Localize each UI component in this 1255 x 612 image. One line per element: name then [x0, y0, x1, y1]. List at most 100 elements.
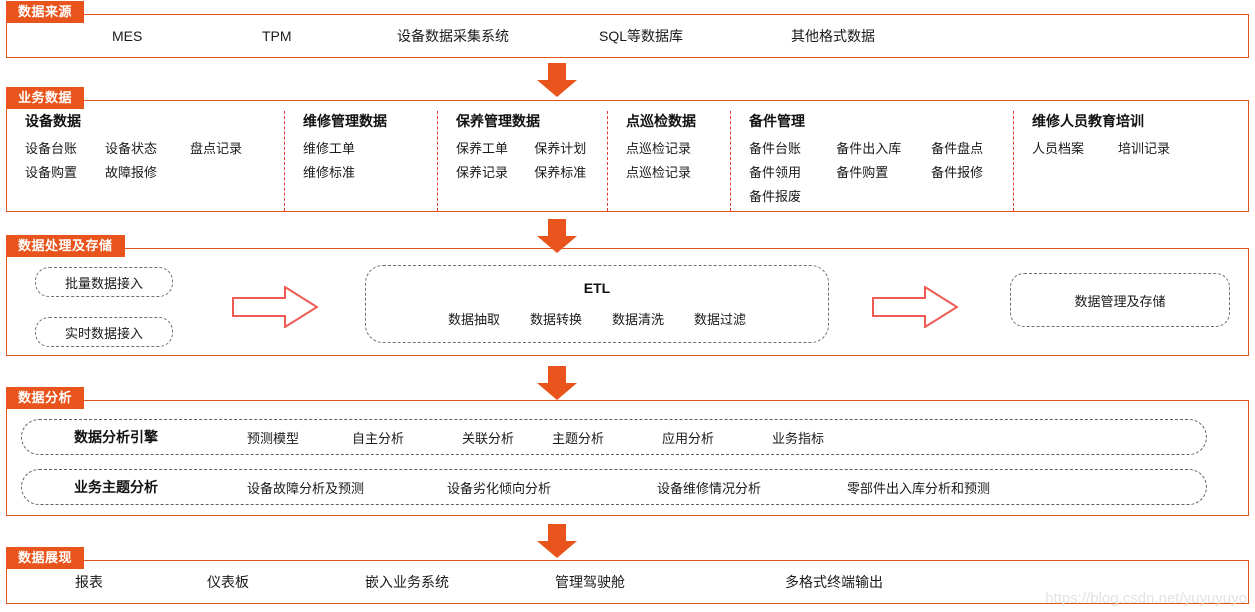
business-item-row: 备件领用 备件购置 备件报修 — [749, 162, 1007, 181]
business-item-row: 备件台账 备件出入库 备件盘点 — [749, 138, 1007, 157]
watermark-url: https://blog.csdn.net/yuyuyuyo — [1045, 590, 1247, 607]
etl-item-list: 数据抽取 数据转换 数据清洗 数据过滤 — [366, 309, 828, 328]
business-item[interactable]: 点巡检记录 — [626, 141, 692, 156]
etl-item-0[interactable]: 数据抽取 — [447, 312, 500, 327]
arrow-head — [537, 236, 577, 253]
arrow-etl-to-storage — [872, 285, 959, 333]
business-item[interactable]: 备件报修 — [931, 165, 984, 180]
analysis-item-1-0[interactable]: 设备故障分析及预测 — [247, 480, 365, 496]
business-item[interactable]: 保养记录 — [456, 165, 509, 180]
section-business-data: 业务数据 设备数据设备台账设备状态盘点记录设备购置故障报修维修管理数据维修工单维… — [6, 87, 1249, 212]
business-column-title: 维修人员教育培训 — [1032, 113, 1144, 129]
business-item[interactable]: 保养计划 — [534, 141, 587, 156]
presentation-item-list: 报表 仪表板 嵌入业务系统 管理驾驶舱 多格式终端输出 — [7, 561, 1248, 603]
business-item-row: 点巡检记录 — [626, 138, 724, 157]
business-item[interactable]: 维修标准 — [303, 165, 356, 180]
business-column-0: 设备数据设备台账 设备状态 盘点记录设备购置 故障报修 — [7, 111, 284, 211]
business-column-title: 备件管理 — [749, 113, 805, 129]
arrow-shaft — [548, 63, 566, 81]
business-item[interactable]: 设备状态 — [105, 141, 158, 156]
analysis-item-0-3[interactable]: 主题分析 — [552, 430, 605, 446]
business-item-row: 维修标准 — [303, 162, 431, 181]
section-tab-data-presentation: 数据展现 — [6, 547, 85, 569]
business-item[interactable]: 点巡检记录 — [626, 165, 692, 180]
business-item[interactable]: 保养标准 — [534, 165, 587, 180]
arrow-head — [537, 383, 577, 400]
presentation-item-4[interactable]: 多格式终端输出 — [785, 574, 883, 590]
business-item[interactable]: 设备台账 — [25, 141, 78, 156]
business-item[interactable]: 备件盘点 — [931, 141, 984, 156]
analysis-engine-box[interactable]: 数据分析引擎 预测模型自主分析关联分析主题分析应用分析业务指标 — [21, 419, 1207, 455]
business-item-row: 人员档案 培训记录 — [1032, 138, 1237, 157]
arrow-analysis-to-presentation — [537, 524, 577, 558]
analysis-item-0-0[interactable]: 预测模型 — [247, 430, 300, 446]
business-item[interactable]: 培训记录 — [1118, 141, 1171, 156]
analysis-item-1-2[interactable]: 设备维修情况分析 — [657, 480, 762, 496]
analysis-item-1-3[interactable]: 零部件出入库分析和预测 — [847, 480, 991, 496]
business-column-3: 点巡检数据点巡检记录点巡检记录 — [607, 111, 730, 211]
arrow-head — [537, 541, 577, 558]
business-column-4: 备件管理备件台账 备件出入库 备件盘点备件领用 备件购置 备件报修备件报废 — [730, 111, 1013, 211]
etl-item-2[interactable]: 数据清洗 — [612, 312, 665, 327]
business-column-title: 设备数据 — [25, 113, 81, 129]
presentation-item-3[interactable]: 管理驾驶舱 — [555, 574, 625, 590]
business-item[interactable]: 设备购置 — [25, 165, 78, 180]
section-tab-data-source: 数据来源 — [6, 1, 85, 23]
arrow-shaft — [548, 524, 566, 542]
business-item[interactable]: 备件出入库 — [836, 141, 902, 156]
business-item-row: 点巡检记录 — [626, 162, 724, 181]
section-tab-data-processing: 数据处理及存储 — [6, 235, 125, 257]
business-item-row: 维修工单 — [303, 138, 431, 157]
data-source-item-3[interactable]: SQL等数据库 — [599, 28, 684, 44]
arrow-processing-to-analysis — [537, 366, 577, 400]
business-item[interactable]: 备件购置 — [836, 165, 889, 180]
presentation-item-2[interactable]: 嵌入业务系统 — [365, 574, 449, 590]
analysis-item-0-2[interactable]: 关联分析 — [462, 430, 515, 446]
analysis-item-0-1[interactable]: 自主分析 — [352, 430, 405, 446]
business-item[interactable]: 备件领用 — [749, 165, 802, 180]
business-column-title: 维修管理数据 — [303, 113, 387, 129]
business-item-row: 保养工单 保养计划 — [456, 138, 601, 157]
analysis-item-0-5[interactable]: 业务指标 — [772, 430, 825, 446]
business-item-row: 设备台账 设备状态 盘点记录 — [25, 138, 278, 157]
business-column-title: 保养管理数据 — [456, 113, 540, 129]
business-column-2: 保养管理数据保养工单 保养计划保养记录 保养标准 — [437, 111, 607, 211]
arrow-head — [537, 80, 577, 97]
arrow-business-to-processing — [537, 219, 577, 253]
business-data-columns: 设备数据设备台账 设备状态 盘点记录设备购置 故障报修 维修管理数据维修工单维修标准 保养… — [7, 101, 1248, 211]
data-source-item-list: MES TPM 设备数据采集系统 SQL等数据库 其他格式数据 — [7, 15, 1248, 57]
etl-item-3[interactable]: 数据过滤 — [694, 312, 747, 327]
etl-box[interactable]: ETL 数据抽取 数据转换 数据清洗 数据过滤 — [365, 265, 829, 343]
analysis-item-1-1[interactable]: 设备劣化倾向分析 — [447, 480, 552, 496]
analysis-item-0-4[interactable]: 应用分析 — [662, 430, 715, 446]
business-topic-analysis-label: 业务主题分析 — [74, 479, 158, 495]
batch-ingest-box[interactable]: 批量数据接入 — [35, 267, 173, 297]
arrow-shaft — [548, 219, 566, 237]
arrow-source-to-business — [537, 63, 577, 97]
business-item[interactable]: 故障报修 — [105, 165, 158, 180]
etl-title: ETL — [583, 280, 611, 296]
section-data-analysis: 数据分析 数据分析引擎 预测模型自主分析关联分析主题分析应用分析业务指标 业务主… — [6, 387, 1249, 516]
section-data-source: 数据来源 MES TPM 设备数据采集系统 SQL等数据库 其他格式数据 — [6, 1, 1249, 58]
data-source-item-2[interactable]: 设备数据采集系统 — [397, 28, 509, 44]
data-storage-box[interactable]: 数据管理及存储 — [1010, 273, 1230, 327]
business-item[interactable]: 保养工单 — [456, 141, 509, 156]
data-source-item-0[interactable]: MES — [112, 28, 143, 44]
data-source-item-4[interactable]: 其他格式数据 — [791, 28, 875, 44]
presentation-item-1[interactable]: 仪表板 — [207, 574, 249, 590]
arrow-shaft — [548, 366, 566, 384]
business-item[interactable]: 盘点记录 — [190, 141, 243, 156]
business-item-row: 保养记录 保养标准 — [456, 162, 601, 181]
business-column-title: 点巡检数据 — [626, 113, 696, 129]
business-item[interactable]: 备件台账 — [749, 141, 802, 156]
realtime-ingest-box[interactable]: 实时数据接入 — [35, 317, 173, 347]
business-item[interactable]: 备件报废 — [749, 189, 802, 204]
section-tab-data-analysis: 数据分析 — [6, 387, 85, 409]
etl-item-1[interactable]: 数据转换 — [529, 312, 582, 327]
presentation-item-0[interactable]: 报表 — [75, 574, 103, 590]
business-item[interactable]: 维修工单 — [303, 141, 356, 156]
business-item-row: 设备购置 故障报修 — [25, 162, 278, 181]
business-item[interactable]: 人员档案 — [1032, 141, 1085, 156]
business-topic-analysis-box[interactable]: 业务主题分析 设备故障分析及预测 设备劣化倾向分析 设备维修情况分析 零部件出入库分析… — [21, 469, 1207, 505]
data-source-item-1[interactable]: TPM — [262, 28, 292, 44]
